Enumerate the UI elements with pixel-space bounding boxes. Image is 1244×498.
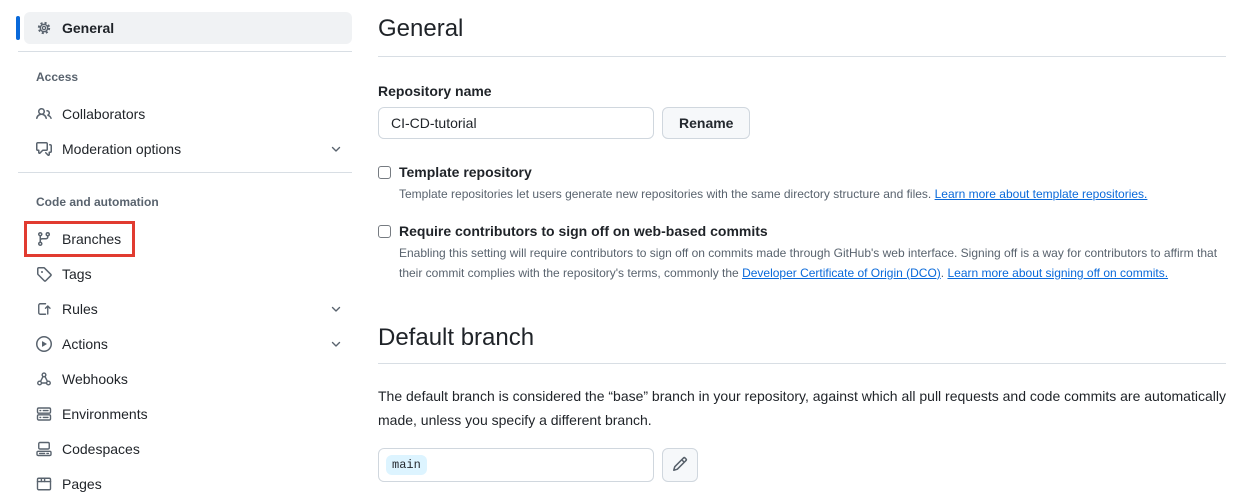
repository-name-input[interactable] — [378, 107, 654, 139]
sidebar-item-label: Branches — [62, 231, 122, 247]
signoff-text: Require contributors to sign off on web-… — [399, 222, 1226, 283]
sidebar-item-label: Environments — [62, 406, 148, 422]
sidebar-item-label: Moderation options — [62, 141, 182, 157]
template-repositories-link[interactable]: Learn more about template repositories. — [934, 187, 1148, 201]
template-repository-text: Template repository Template repositorie… — [399, 163, 1147, 204]
sidebar-item-pages[interactable]: Pages — [24, 468, 352, 498]
sidebar-item-label: Rules — [62, 301, 98, 317]
sidebar-item-codespaces[interactable]: Codespaces — [24, 433, 352, 465]
signoff-setting: Require contributors to sign off on web-… — [378, 222, 1226, 283]
sidebar-item-tags[interactable]: Tags — [24, 258, 352, 290]
sidebar-item-rules[interactable]: Rules — [24, 293, 352, 325]
default-branch-display: main — [378, 448, 654, 482]
dco-link[interactable]: Developer Certificate of Origin (DCO) — [742, 266, 941, 280]
webhook-icon — [36, 371, 52, 387]
sidebar-item-moderation-options[interactable]: Moderation options — [24, 133, 352, 165]
sidebar-divider — [18, 172, 352, 173]
codespaces-icon — [36, 441, 52, 457]
sidebar-item-collaborators[interactable]: Collaborators — [24, 98, 352, 130]
rules-icon — [36, 301, 52, 317]
signoff-note: Enabling this setting will require contr… — [399, 243, 1226, 283]
chevron-down-icon — [328, 141, 344, 157]
default-branch-description: The default branch is considered the “ba… — [378, 388, 1226, 428]
sidebar-item-label: Codespaces — [62, 441, 140, 457]
note-text: . — [940, 266, 948, 280]
people-icon — [36, 106, 52, 122]
template-repository-setting: Template repository Template repositorie… — [378, 163, 1226, 204]
signoff-label: Require contributors to sign off on web-… — [399, 223, 768, 239]
sidebar-item-label: Collaborators — [62, 106, 146, 122]
chevron-down-icon — [328, 301, 344, 317]
default-branch-title: Default branch — [378, 323, 1226, 364]
settings-sidebar: General Access Collaborators Moderation … — [0, 0, 360, 498]
page-title: General — [378, 14, 1226, 57]
template-repository-checkbox[interactable] — [378, 166, 391, 179]
gear-icon — [36, 20, 52, 36]
sidebar-item-label: Pages — [62, 476, 102, 492]
signoff-learn-more-link[interactable]: Learn more about signing off on commits. — [947, 266, 1169, 280]
sidebar-item-general[interactable]: General — [16, 12, 352, 44]
pencil-icon — [672, 456, 688, 475]
browser-icon — [36, 476, 52, 492]
sidebar-section-code-and-automation: Code and automation — [36, 195, 159, 209]
template-repository-label: Template repository — [399, 164, 532, 180]
default-branch-row: main — [378, 448, 1226, 482]
repository-name-label: Repository name — [378, 83, 492, 99]
chevron-down-icon — [328, 336, 344, 352]
sidebar-item-branches[interactable]: Branches — [24, 223, 352, 255]
sidebar-item-webhooks[interactable]: Webhooks — [24, 363, 352, 395]
sidebar-item-label: Actions — [62, 336, 108, 352]
sidebar-item-label: General — [62, 20, 115, 36]
repository-name-row: Rename — [378, 107, 1226, 139]
sidebar-section-access: Access — [36, 70, 79, 84]
signoff-checkbox[interactable] — [378, 225, 391, 238]
settings-main-panel: General Repository name Rename Template … — [378, 0, 1226, 482]
play-icon — [36, 336, 52, 352]
note-text: Template repositories let users generate… — [399, 187, 932, 201]
template-repository-note: Template repositories let users generate… — [399, 184, 1147, 204]
rename-button[interactable]: Rename — [662, 107, 751, 139]
sidebar-item-label: Tags — [62, 266, 92, 282]
note-text: Enabling this setting will require contr… — [399, 246, 1218, 280]
sidebar-item-label: Webhooks — [62, 371, 128, 387]
sidebar-divider — [18, 51, 352, 52]
server-icon — [36, 406, 52, 422]
sidebar-item-actions[interactable]: Actions — [24, 328, 352, 360]
tag-icon — [36, 266, 52, 282]
git-branch-icon — [36, 231, 52, 247]
comment-discussion-icon — [36, 141, 52, 157]
edit-default-branch-button[interactable] — [662, 448, 698, 482]
branch-name-chip: main — [386, 455, 427, 475]
sidebar-item-environments[interactable]: Environments — [24, 398, 352, 430]
